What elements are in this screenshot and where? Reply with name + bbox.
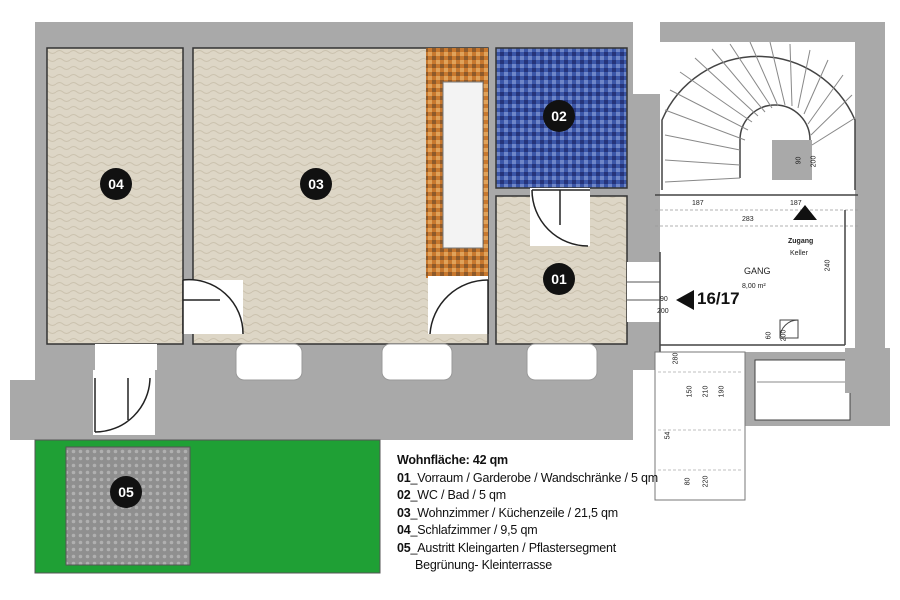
dim-label: 187 bbox=[692, 200, 704, 207]
door-room-03 bbox=[428, 276, 489, 335]
legend-item: 04_Schlafzimmer / 9,5 qm bbox=[397, 523, 538, 537]
dim-label: 90 bbox=[795, 156, 803, 165]
dim-label: 90 bbox=[660, 296, 668, 303]
dim-label: 200 bbox=[780, 329, 788, 342]
dim-label: 283 bbox=[742, 216, 754, 223]
wall-stair-right bbox=[855, 22, 885, 352]
gang-label: GANG bbox=[744, 266, 771, 276]
room-01-badge: 01 bbox=[543, 263, 575, 295]
room-02-badge: 02 bbox=[543, 100, 575, 132]
stairwell bbox=[655, 41, 858, 352]
kitchen-counter bbox=[442, 81, 484, 249]
window-3 bbox=[381, 343, 453, 381]
entry-door bbox=[627, 262, 660, 322]
room-03-badge: 03 bbox=[300, 168, 332, 200]
window-1 bbox=[95, 344, 157, 370]
dim-label: 200 bbox=[657, 308, 669, 315]
dim-label: 280 bbox=[672, 352, 680, 365]
dim-label: 150 bbox=[686, 385, 694, 398]
door-room-04 bbox=[182, 278, 244, 335]
wall-stair-top bbox=[660, 22, 885, 42]
door-balcony bbox=[93, 370, 155, 435]
dim-label: 187 bbox=[790, 200, 802, 207]
unit-number: 16/17 bbox=[697, 289, 740, 308]
keller-label: Keller bbox=[790, 250, 808, 257]
dim-label: 240 bbox=[824, 259, 832, 272]
area-legend: Wohnfläche: 42 qm 01_Vorraum / Garderobe… bbox=[397, 452, 737, 575]
zugang-label: Zugang bbox=[788, 238, 814, 245]
room-04-badge: 04 bbox=[100, 168, 132, 200]
legend-item: 05_Austritt Kleingarten / Pflastersegmen… bbox=[397, 540, 617, 555]
legend-item: 02_WC / Bad / 5 qm bbox=[397, 488, 506, 502]
dim-label: 200 bbox=[810, 155, 818, 168]
lower-corridor bbox=[654, 348, 885, 501]
dim-label: 60 bbox=[765, 331, 773, 340]
legend-continuation: Begrünung- Kleinterrasse bbox=[415, 558, 552, 572]
legend-item: 03_Wohnzimmer / Küchenzeile / 21,5 qm bbox=[397, 505, 618, 520]
window-2 bbox=[235, 343, 303, 381]
dim-label: 210 bbox=[702, 385, 710, 398]
gang-area: 8,00 m² bbox=[742, 283, 766, 290]
window-4 bbox=[526, 343, 598, 381]
legend-item: 01_Vorraum / Garderobe / Wandschränke / … bbox=[397, 470, 659, 485]
dim-label: 190 bbox=[718, 385, 726, 398]
room-05-badge: 05 bbox=[110, 476, 142, 508]
dim-label: 54 bbox=[664, 431, 672, 440]
door-room-02 bbox=[530, 188, 590, 247]
legend-title: Wohnfläche: 42 qm bbox=[397, 453, 508, 467]
